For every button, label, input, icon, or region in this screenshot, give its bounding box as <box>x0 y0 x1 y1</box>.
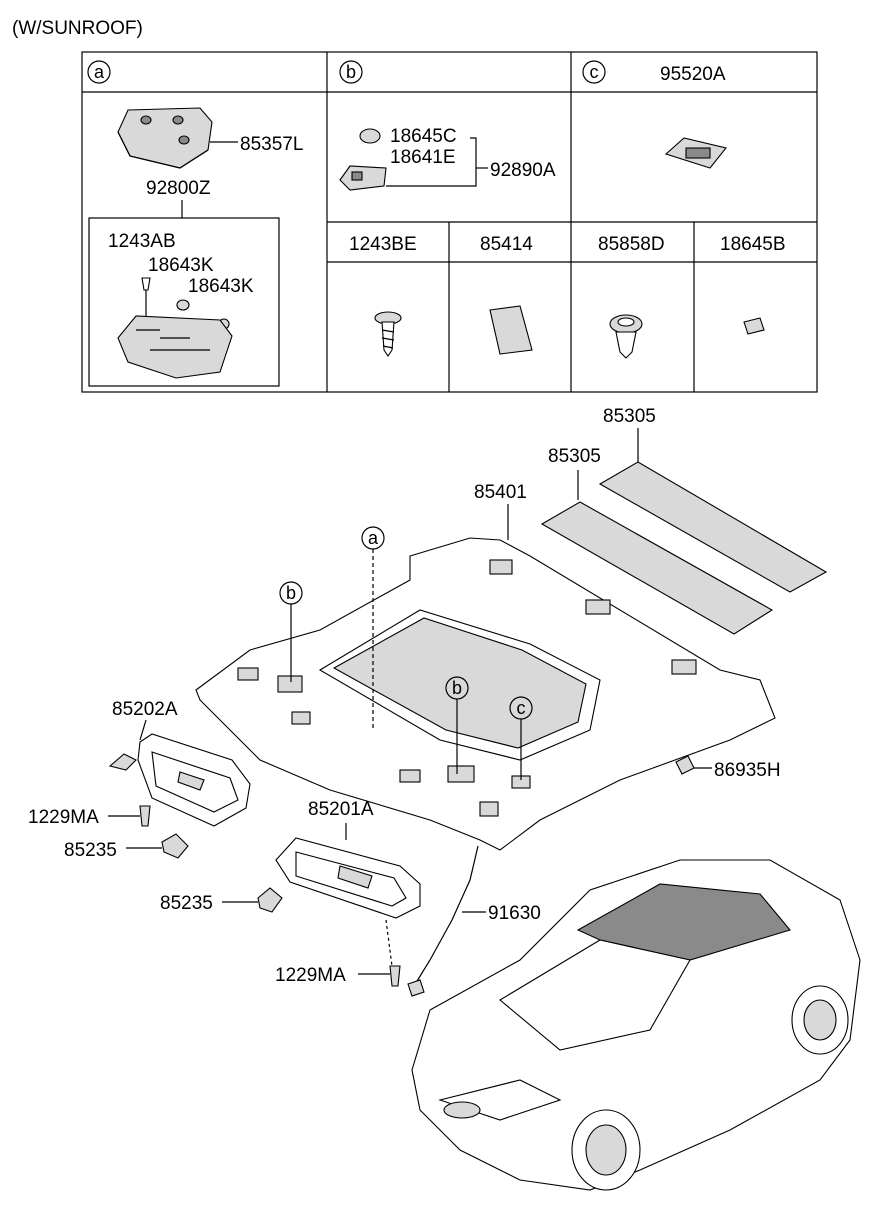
section-b-marker: b <box>339 60 363 84</box>
screw-icon <box>141 277 151 291</box>
callout-b: b <box>445 676 469 774</box>
sunvisor-right <box>275 837 421 919</box>
wiring-harness <box>407 845 479 997</box>
lamp-housing-icon <box>339 165 387 191</box>
svg-text:a: a <box>368 528 379 548</box>
part-label-85305-lower: 85305 <box>548 446 601 467</box>
holder-icon <box>161 833 189 859</box>
svg-text:a: a <box>94 62 105 82</box>
holder-icon <box>257 887 283 913</box>
parts-table: a b c 95520A 85357L 92800Z 1243AB 18643K… <box>81 51 818 393</box>
part-label-85414: 85414 <box>480 234 533 255</box>
clip-icon <box>609 314 643 359</box>
part-label-1243be: 1243BE <box>349 234 417 255</box>
part-label-91630: 91630 <box>488 903 541 924</box>
car-illustration <box>411 859 861 1191</box>
part-label-1229ma-right: 1229MA <box>275 965 346 986</box>
svg-text:b: b <box>346 62 356 82</box>
part-label-85305-upper: 85305 <box>603 406 656 427</box>
part-label-18643k-2: 18643K <box>188 276 254 297</box>
svg-text:b: b <box>286 583 296 603</box>
callout-a: a <box>361 526 385 730</box>
roof-pad-lower <box>540 501 774 635</box>
roof-pad-upper <box>598 461 828 593</box>
overhead-console-icon <box>117 107 213 169</box>
part-label-18641e: 18641E <box>390 147 456 168</box>
callout-b: b <box>279 581 303 682</box>
part-label-85202a: 85202A <box>112 699 178 720</box>
bulb-icon <box>743 317 765 335</box>
part-label-18645c: 18645C <box>390 126 457 147</box>
part-label-85201a: 85201A <box>308 799 374 820</box>
callout-c: c <box>509 696 533 780</box>
section-c-marker: c <box>582 60 606 84</box>
part-label-92800z: 92800Z <box>146 178 211 199</box>
svg-text:c: c <box>590 62 599 82</box>
part-label-18643k-1: 18643K <box>148 255 214 276</box>
sunvisor-left <box>108 733 251 827</box>
part-label-85858d: 85858D <box>598 234 665 255</box>
screw-icon <box>374 311 402 357</box>
svg-text:b: b <box>452 678 462 698</box>
part-label-85235-left: 85235 <box>64 840 117 861</box>
sensor-icon <box>664 137 727 169</box>
part-label-95520a: 95520A <box>660 64 726 85</box>
part-label-85235-right: 85235 <box>160 893 213 914</box>
part-label-92890a: 92890A <box>490 160 556 181</box>
part-label-1229ma-left: 1229MA <box>28 807 99 828</box>
part-label-1243ab: 1243AB <box>108 231 176 252</box>
screw-icon <box>389 965 401 987</box>
part-label-18645b: 18645B <box>720 234 786 255</box>
bulb-icon <box>359 128 381 144</box>
svg-text:c: c <box>517 698 526 718</box>
section-a-marker: a <box>87 60 111 84</box>
pad-icon <box>489 305 533 355</box>
diagram-title: (W/SUNROOF) <box>12 18 143 39</box>
part-label-86935h: 86935H <box>714 760 781 781</box>
map-lamp-assembly-icon <box>117 315 233 379</box>
part-label-85357l: 85357L <box>240 134 303 155</box>
headlining-panel <box>195 537 776 851</box>
part-label-85401: 85401 <box>474 482 527 503</box>
screw-icon <box>139 805 151 827</box>
